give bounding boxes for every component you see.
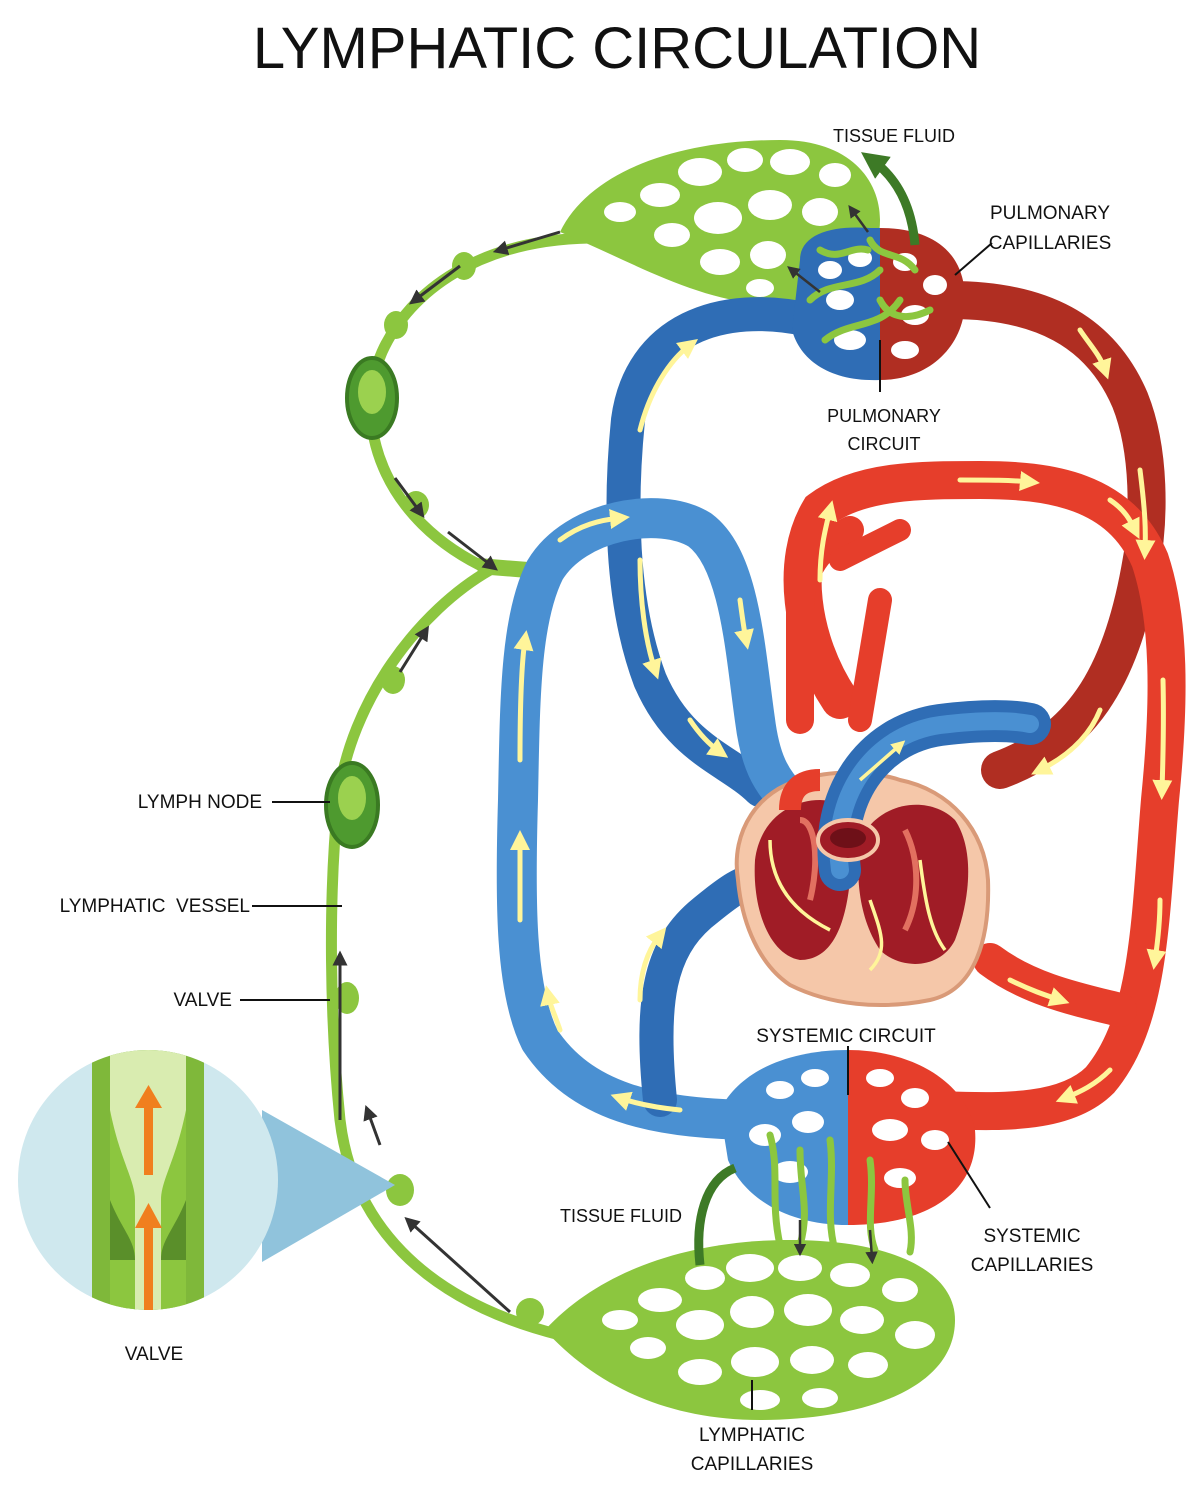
lymph-node-lower xyxy=(324,761,380,849)
systemic-circuit-label: SYSTEMIC CIRCUIT xyxy=(756,1026,936,1047)
page-title: LYMPHATIC CIRCULATION xyxy=(253,16,981,81)
valve-inset-label: VALVE xyxy=(125,1344,183,1365)
pulmonary-circuit-label-2: CIRCUIT xyxy=(848,434,921,454)
systemic-capillaries-label-1: SYSTEMIC xyxy=(983,1226,1080,1247)
pulmonary-circuit-label-1: PULMONARY xyxy=(827,406,941,426)
leader-lines xyxy=(240,242,993,1410)
systemic-vein-blue xyxy=(496,498,810,1140)
lymph-node-upper xyxy=(345,356,399,440)
lymphatic-capillaries-label-2: CAPILLARIES xyxy=(691,1454,814,1475)
tissue-fluid-bottom-label: TISSUE FLUID xyxy=(560,1206,682,1226)
lymphatic-vessel-label: LYMPHATIC VESSEL xyxy=(60,896,250,917)
heart xyxy=(734,700,1051,1007)
lymph-node-label: LYMPH NODE xyxy=(138,792,262,813)
carotid-branches xyxy=(786,516,864,734)
pulmonary-vein-red xyxy=(931,281,1166,789)
systemic-artery-red-inner xyxy=(973,943,1137,1027)
pulmonary-capillaries-label-1: PULMONARY xyxy=(990,203,1110,224)
lower-lymphatic-capillaries xyxy=(545,1240,955,1420)
lymph-duct-junction xyxy=(477,558,529,578)
blood-flow-arrows xyxy=(510,327,1173,1113)
lymphatic-capillaries-label-1: LYMPHATIC xyxy=(699,1425,805,1446)
tissue-fluid-top-label: TISSUE FLUID xyxy=(833,126,955,146)
lymph-flow-arrows xyxy=(332,230,561,1314)
valve-flow-arrows xyxy=(135,1085,162,1310)
systemic-capillaries-label-2: CAPILLARIES xyxy=(971,1255,1094,1276)
tissue-fluid-arrow-top xyxy=(861,152,920,246)
inset-pointer xyxy=(262,1110,395,1262)
valve-label: VALVE xyxy=(174,990,232,1011)
pulmonary-capillary-bed xyxy=(787,152,965,381)
valve-inset xyxy=(18,1050,395,1310)
systemic-capillary-bed xyxy=(694,1050,976,1266)
pulmonary-capillaries-label-2: CAPILLARIES xyxy=(989,233,1112,254)
tissue-fluid-arrow-bottom xyxy=(694,1163,737,1266)
